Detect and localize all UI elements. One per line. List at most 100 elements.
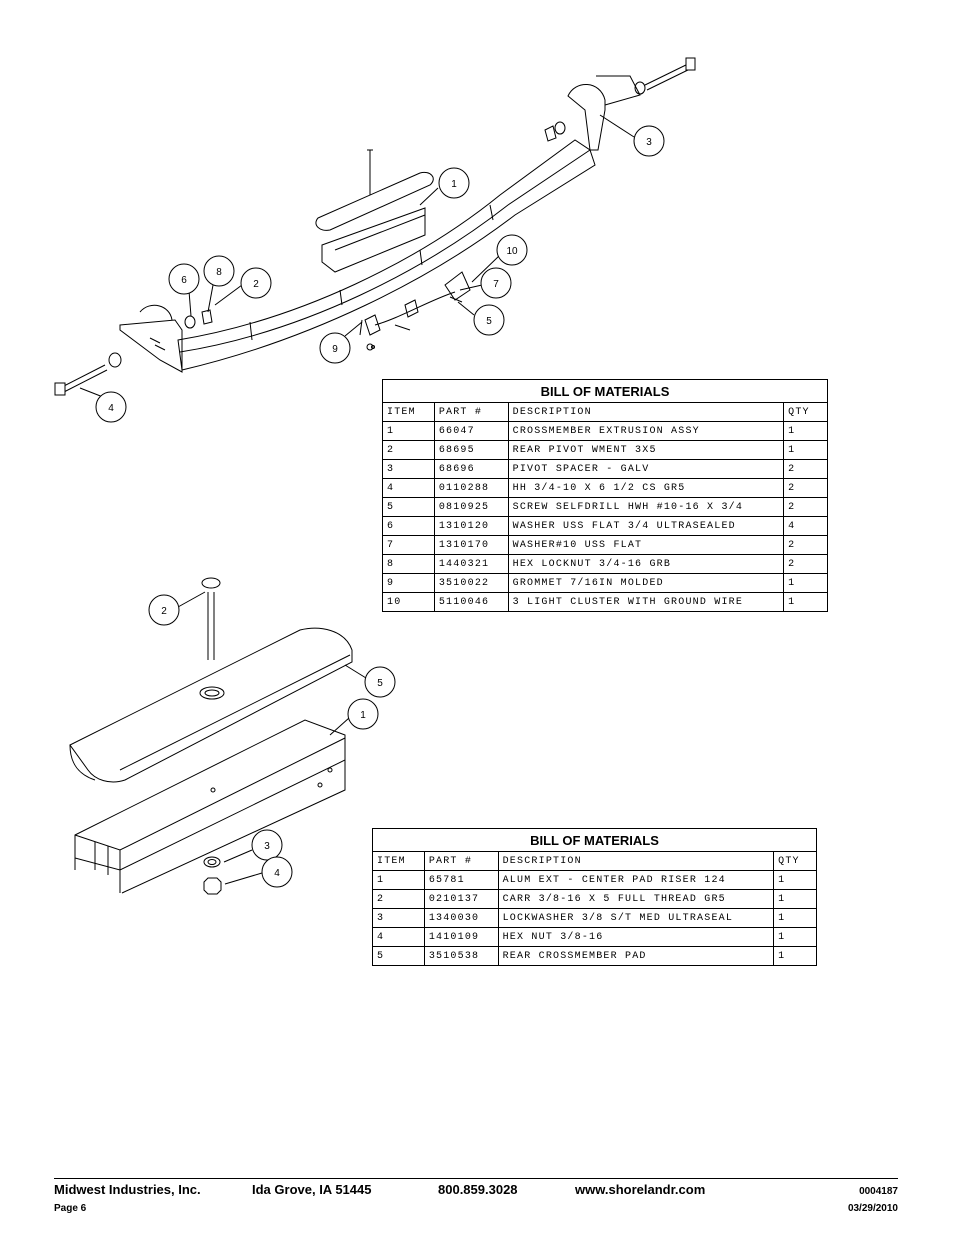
callout-label: 7	[493, 279, 499, 290]
bom-description-cell: REAR PIVOT WMENT 3X5	[507, 440, 785, 460]
bom-item-cell: 7	[382, 535, 435, 555]
bom-description-cell: ALUM EXT - CENTER PAD RISER 124	[497, 870, 775, 890]
bom-item-cell: 3	[372, 908, 425, 928]
bom-part-number-cell: 68695	[433, 440, 509, 460]
bom-part-number-cell: 1310120	[433, 516, 509, 536]
bom-part-number-cell: 66047	[433, 421, 509, 441]
footer-company: Midwest Industries, Inc.	[54, 1182, 201, 1197]
bom-description-cell: REAR CROSSMEMBER PAD	[497, 946, 775, 966]
bom-description-cell: HH 3/4-10 X 6 1/2 CS GR5	[507, 478, 785, 498]
footer-divider	[54, 1178, 898, 1179]
callout-label: 10	[506, 246, 518, 257]
header-description: DESCRIPTION	[497, 851, 775, 871]
bom-qty-cell: 1	[783, 573, 828, 593]
callout-bubble: 8	[203, 255, 235, 287]
callout-bubble: 4	[95, 391, 127, 423]
bom-header-row: ITEM PART # DESCRIPTION QTY	[382, 402, 828, 422]
callout-label: 2	[161, 606, 167, 617]
bom-description-cell: WASHER USS FLAT 3/4 ULTRASEALED	[507, 516, 785, 536]
bom-item-cell: 1	[372, 870, 425, 890]
bom-item-cell: 5	[372, 946, 425, 966]
callout-label: 6	[181, 275, 187, 286]
callout-label: 9	[332, 344, 338, 355]
footer-city: Ida Grove, IA 51445	[252, 1182, 372, 1197]
bom-description-cell: PIVOT SPACER - GALV	[507, 459, 785, 479]
bom-description-cell: 3 LIGHT CLUSTER WITH GROUND WIRE	[507, 592, 785, 612]
callout-bubble: 2	[148, 594, 180, 626]
callout-bubble: 4	[261, 856, 293, 888]
bom-item-cell: 4	[382, 478, 435, 498]
header-description: DESCRIPTION	[507, 402, 785, 422]
bom-item-cell: 2	[382, 440, 435, 460]
bom-qty-cell: 1	[783, 421, 828, 441]
callout-label: 5	[486, 316, 492, 327]
callout-bubble: 6	[168, 263, 200, 295]
callouts-bottom: 2 5 1 3 4	[148, 594, 396, 888]
callout-bubble: 10	[496, 234, 528, 266]
bom-description-cell: SCREW SELFDRILL HWH #10-16 X 3/4	[507, 497, 785, 517]
bom-part-number-cell: 1340030	[423, 908, 499, 928]
bom-header-row: ITEM PART # DESCRIPTION QTY	[372, 851, 817, 871]
bom-qty-cell: 1	[773, 927, 817, 947]
bom-description-cell: GROMMET 7/16IN MOLDED	[507, 573, 785, 593]
bom-title: BILL OF MATERIALS	[372, 828, 817, 852]
footer-page: Page 6	[54, 1203, 87, 1214]
bom-qty-cell: 1	[773, 870, 817, 890]
bom-item-cell: 10	[382, 592, 435, 612]
footer-doc-number: 0004187	[859, 1186, 898, 1197]
bom-part-number-cell: 0110288	[433, 478, 509, 498]
footer-phone: 800.859.3028	[438, 1182, 518, 1197]
callout-bubble: 3	[633, 125, 665, 157]
bom-item-cell: 9	[382, 573, 435, 593]
callout-label: 3	[646, 137, 652, 148]
header-part-number: PART #	[423, 851, 499, 871]
bill-of-materials-table-1: BILL OF MATERIALS ITEM PART # DESCRIPTIO…	[382, 379, 828, 612]
bom-title: BILL OF MATERIALS	[382, 379, 828, 403]
bill-of-materials-table-2: BILL OF MATERIALS ITEM PART # DESCRIPTIO…	[372, 828, 817, 966]
callout-bubble: 2	[240, 267, 272, 299]
bom-description-cell: LOCKWASHER 3/8 S/T MED ULTRASEAL	[497, 908, 775, 928]
header-item: ITEM	[382, 402, 435, 422]
bom-item-cell: 1	[382, 421, 435, 441]
bom-qty-cell: 1	[783, 440, 828, 460]
header-item: ITEM	[372, 851, 425, 871]
bom-part-number-cell: 68696	[433, 459, 509, 479]
bom-part-number-cell: 0210137	[423, 889, 499, 909]
callout-bubble: 5	[364, 666, 396, 698]
callout-label: 8	[216, 267, 222, 278]
bom-description-cell: CARR 3/8-16 X 5 FULL THREAD GR5	[497, 889, 775, 909]
bom-qty-cell: 2	[783, 535, 828, 555]
callout-label: 5	[377, 678, 383, 689]
bom-description-cell: HEX NUT 3/8-16	[497, 927, 775, 947]
callout-bubble: 1	[438, 167, 470, 199]
callout-bubble: 3	[251, 829, 283, 861]
bom-item-cell: 2	[372, 889, 425, 909]
bom-part-number-cell: 1410109	[423, 927, 499, 947]
callout-label: 4	[274, 868, 280, 879]
bom-part-number-cell: 0810925	[433, 497, 509, 517]
pad-riser-assembly-drawing	[69, 577, 367, 895]
bom-qty-cell: 2	[783, 478, 828, 498]
header-part-number: PART #	[433, 402, 509, 422]
bom-part-number-cell: 5110046	[433, 592, 509, 612]
bom-part-number-cell: 3510022	[433, 573, 509, 593]
bom-qty-cell: 2	[783, 497, 828, 517]
bom-part-number-cell: 1310170	[433, 535, 509, 555]
callout-label: 1	[451, 179, 457, 190]
bom-description-cell: HEX LOCKNUT 3/4-16 GRB	[507, 554, 785, 574]
bom-qty-cell: 2	[783, 554, 828, 574]
header-qty: QTY	[783, 402, 828, 422]
callout-bubble: 7	[480, 267, 512, 299]
